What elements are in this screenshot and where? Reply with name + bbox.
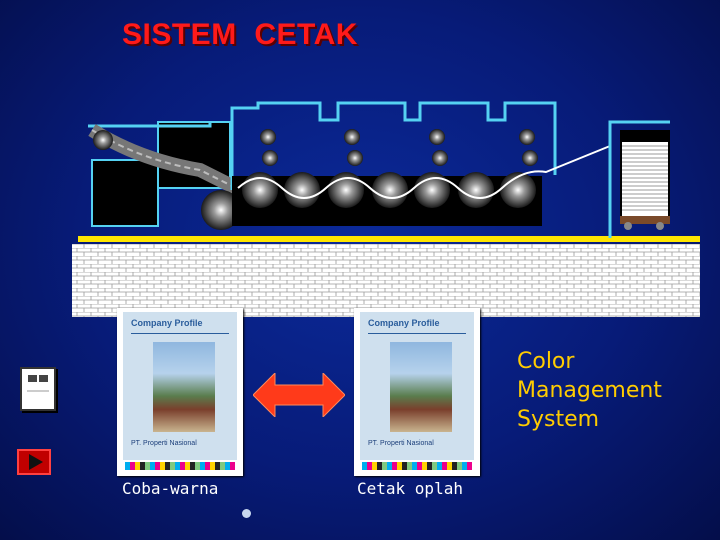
- document-footer: PT. Properti Nasional: [368, 440, 434, 447]
- house-photo: [153, 342, 215, 432]
- production-print-sample: Company Profile PT. Properti Nasional: [354, 308, 480, 476]
- document-footer: PT. Properti Nasional: [131, 440, 197, 447]
- color-bar: [125, 462, 235, 470]
- delivery-frame: [608, 120, 670, 238]
- printing-press-illustration: [72, 101, 700, 317]
- document-header: Company Profile: [368, 318, 440, 328]
- double-arrow-icon: [253, 373, 345, 417]
- document-icon: [27, 375, 49, 392]
- color-management-label: Color Management System: [517, 349, 662, 432]
- document-button[interactable]: [20, 367, 56, 411]
- slide-title: SISTEM CETAK: [122, 18, 358, 51]
- paper-stack: [622, 142, 668, 216]
- proof-print-sample: Company Profile PT. Properti Nasional: [117, 308, 243, 476]
- delivery-roller: [201, 190, 241, 230]
- feeder-unit: [91, 159, 159, 227]
- feed-roller: [93, 130, 113, 150]
- slide-marker: [242, 509, 251, 518]
- house-photo: [390, 342, 452, 432]
- press-housing: [230, 101, 557, 190]
- play-icon: [29, 454, 43, 470]
- play-button[interactable]: [17, 449, 51, 475]
- color-bar: [362, 462, 472, 470]
- press-rail: [78, 236, 700, 242]
- pallet: [620, 216, 670, 224]
- proof-caption: Coba-warna: [122, 479, 219, 498]
- production-caption: Cetak oplah: [357, 479, 463, 498]
- brick-foundation: [72, 244, 700, 317]
- ink-rollers: [260, 129, 538, 166]
- document-header: Company Profile: [131, 318, 203, 328]
